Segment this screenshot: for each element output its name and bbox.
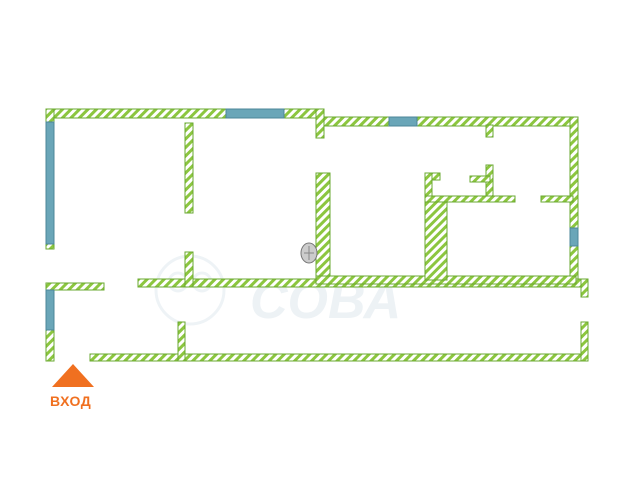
partition-lower-left xyxy=(177,321,186,362)
window-right xyxy=(569,227,579,247)
sink-icon xyxy=(300,242,318,264)
window-top-right xyxy=(388,116,418,127)
partition-mid-left xyxy=(184,251,194,288)
window-top-left xyxy=(225,108,285,119)
interior-walls xyxy=(45,122,589,362)
window-left xyxy=(45,121,55,245)
window-left-lower xyxy=(45,289,55,331)
entrance-label: ВХОД xyxy=(50,393,92,409)
top-wall-step xyxy=(315,108,325,139)
windows xyxy=(45,108,579,331)
top-wall-right xyxy=(315,116,579,127)
entrance-arrow-icon xyxy=(52,364,94,387)
partition-top-stub xyxy=(485,124,494,138)
partition-center xyxy=(315,172,331,284)
partition-east-stub xyxy=(540,195,574,203)
right-wall-lower xyxy=(580,321,589,362)
partition-upper-left xyxy=(184,122,194,214)
corridor-end-post xyxy=(580,278,589,298)
partition-right-stub xyxy=(469,175,491,183)
corridor-wall-left xyxy=(45,282,105,291)
partition-shelf xyxy=(424,195,516,203)
bottom-wall xyxy=(89,353,589,362)
partition-thick xyxy=(424,195,448,281)
